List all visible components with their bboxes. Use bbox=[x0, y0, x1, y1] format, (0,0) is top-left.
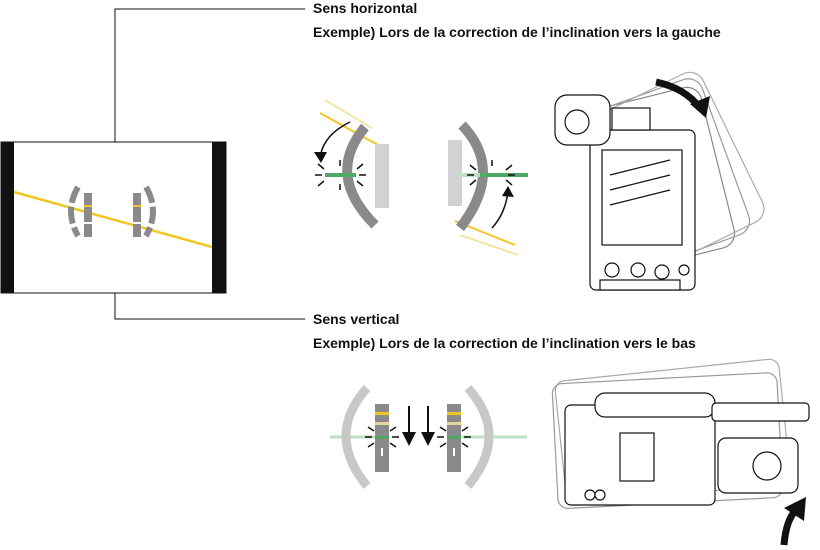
horizontal-left-gauge bbox=[314, 99, 389, 229]
viewfinder-screen bbox=[0, 141, 227, 294]
spark-icon bbox=[365, 426, 399, 448]
horizon-line bbox=[13, 190, 213, 249]
left-horizontal-arc bbox=[68, 185, 81, 238]
vertical-example: Exemple) Lors de la correction de l’incl… bbox=[313, 335, 696, 351]
horizontal-right-gauge bbox=[448, 121, 528, 256]
camera-icon bbox=[551, 358, 810, 510]
vertical-title: Sens vertical bbox=[313, 311, 400, 327]
arrow-icon bbox=[402, 406, 435, 446]
camera-icon bbox=[554, 71, 765, 291]
vertical-left-gauge bbox=[330, 385, 399, 489]
horizontal-title: Sens horizontal bbox=[313, 0, 418, 16]
spark-icon bbox=[315, 160, 366, 190]
spark-icon bbox=[467, 160, 515, 186]
right-horizontal-arc bbox=[143, 185, 156, 238]
arrow-icon bbox=[491, 191, 509, 229]
vertical-right-gauge bbox=[437, 385, 527, 489]
spark-icon bbox=[437, 426, 471, 448]
screen-left-bar bbox=[1, 142, 14, 293]
right-vertical-gauge bbox=[133, 193, 141, 237]
arrow-icon bbox=[780, 507, 799, 546]
screen-right-bar bbox=[212, 142, 226, 293]
left-vertical-gauge bbox=[84, 193, 92, 237]
horizontal-example: Exemple) Lors de la correction de l’incl… bbox=[313, 24, 721, 40]
